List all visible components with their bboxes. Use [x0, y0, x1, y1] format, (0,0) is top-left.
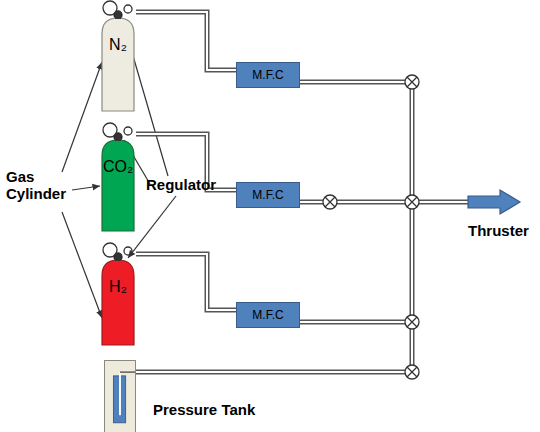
thruster-arrow	[468, 190, 520, 214]
mass-flow-controller: M.F.C	[236, 182, 300, 208]
pipe-outer	[136, 12, 236, 70]
tank-label: Pressure Tank	[153, 401, 255, 418]
nitrogen-cylinder: N₂	[100, 6, 136, 112]
regulator-label: Regulator	[146, 176, 216, 193]
tank-tube	[105, 361, 135, 432]
pipe-outer	[122, 82, 470, 372]
cylinder-body	[102, 140, 134, 231]
cylinder-outline	[100, 248, 136, 346]
cylinder-outline	[100, 6, 136, 112]
pipe-inner	[136, 254, 236, 310]
hydrogen-cylinder: H₂	[100, 248, 136, 346]
pipe-connector	[136, 12, 236, 70]
cylinder-neck	[115, 12, 121, 19]
co2-cylinder: CO₂	[100, 128, 136, 232]
pipe-outer	[136, 254, 236, 310]
mass-flow-controller: M.F.C	[236, 62, 300, 88]
box-label: M.F.C	[252, 68, 283, 82]
pressure-tank: Pressure Tank	[104, 360, 136, 432]
cylinder-neck	[115, 134, 121, 141]
gas-formula: H₂	[100, 278, 136, 296]
cylinder-body	[102, 260, 134, 345]
cylinder-neck	[115, 254, 121, 261]
pipe-connector	[136, 254, 236, 310]
mass-flow-controller: M.F.C	[236, 302, 300, 328]
gas-cylinder-label: Gas Cylinder	[6, 168, 80, 202]
pipe-inner	[136, 12, 236, 70]
box-label: M.F.C	[252, 188, 283, 202]
gas-formula: CO₂	[100, 158, 136, 176]
cylinder-body	[102, 18, 134, 111]
gas-formula: N₂	[100, 36, 136, 54]
tank-tube-inner	[119, 372, 121, 415]
valve-symbols	[323, 75, 419, 379]
cylinder-outline	[100, 128, 136, 232]
box-label: M.F.C	[252, 308, 283, 322]
pipe-inner	[122, 82, 470, 372]
tank-pipe-stub	[120, 371, 135, 372]
thruster-label: Thruster	[468, 222, 529, 239]
